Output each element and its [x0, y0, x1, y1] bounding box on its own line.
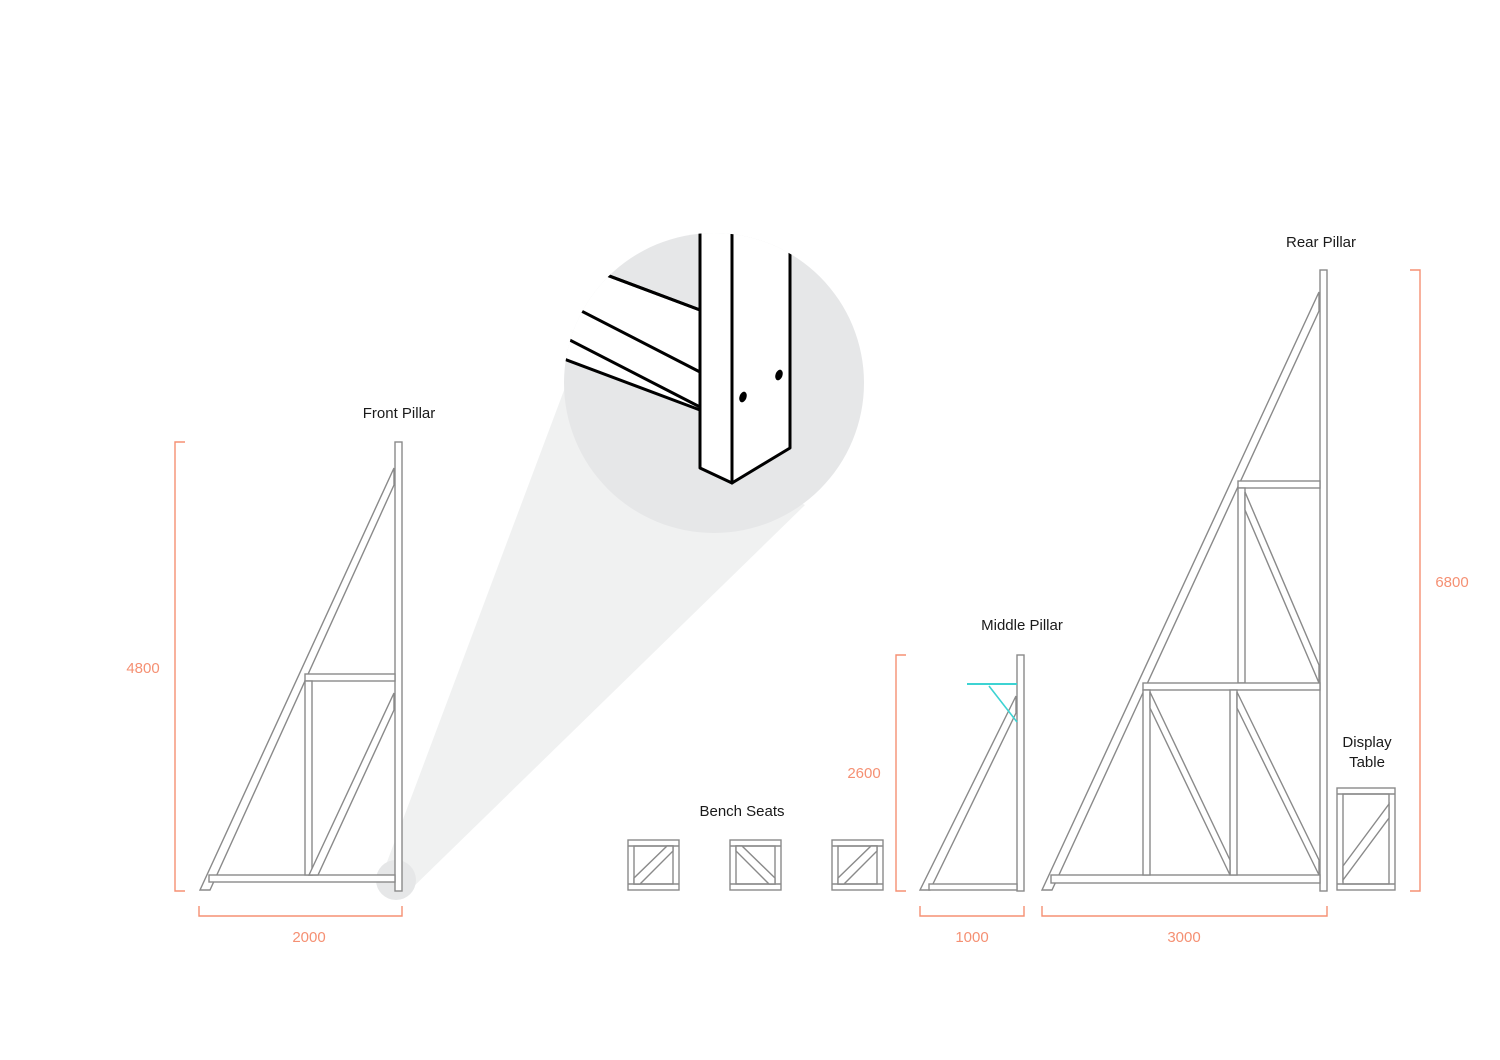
bench-seat — [627, 839, 680, 891]
front-height-dimension: 4800 — [126, 441, 185, 892]
middle-height-value: 2600 — [847, 765, 880, 782]
rear-pillar — [1040, 269, 1328, 892]
bolt-hole — [775, 369, 783, 381]
middle-width-value: 1000 — [955, 929, 988, 946]
front-width-value: 2000 — [292, 929, 325, 946]
rear-height-dimension: 6800 — [1410, 269, 1469, 892]
middle-height-dimension: 2600 — [847, 654, 906, 892]
rear-pillar-label: Rear Pillar — [1286, 234, 1356, 251]
middle-pillar-label: Middle Pillar — [981, 617, 1063, 634]
bench-seat — [831, 839, 884, 891]
front-pillar-label: Front Pillar — [363, 405, 436, 422]
display-table-label-line1: Display — [1342, 734, 1392, 751]
middle-pillar — [918, 654, 1025, 892]
middle-width-dimension: 1000 — [919, 906, 1025, 946]
bolt-hole — [739, 391, 747, 403]
front-width-dimension: 2000 — [198, 906, 403, 946]
rear-width-value: 3000 — [1167, 929, 1200, 946]
display-table-label-line2: Table — [1349, 754, 1385, 771]
rear-height-value: 6800 — [1435, 574, 1468, 591]
zoom-detail — [376, 233, 864, 900]
joint-detail-drawing — [564, 233, 792, 485]
front-height-value: 4800 — [126, 660, 159, 677]
highlighted-bracket — [967, 683, 1018, 723]
rear-width-dimension: 3000 — [1041, 906, 1328, 946]
bench-seat — [729, 839, 782, 891]
front-pillar — [198, 441, 403, 892]
bench-seats-label: Bench Seats — [699, 803, 784, 820]
display-table — [1336, 787, 1396, 891]
